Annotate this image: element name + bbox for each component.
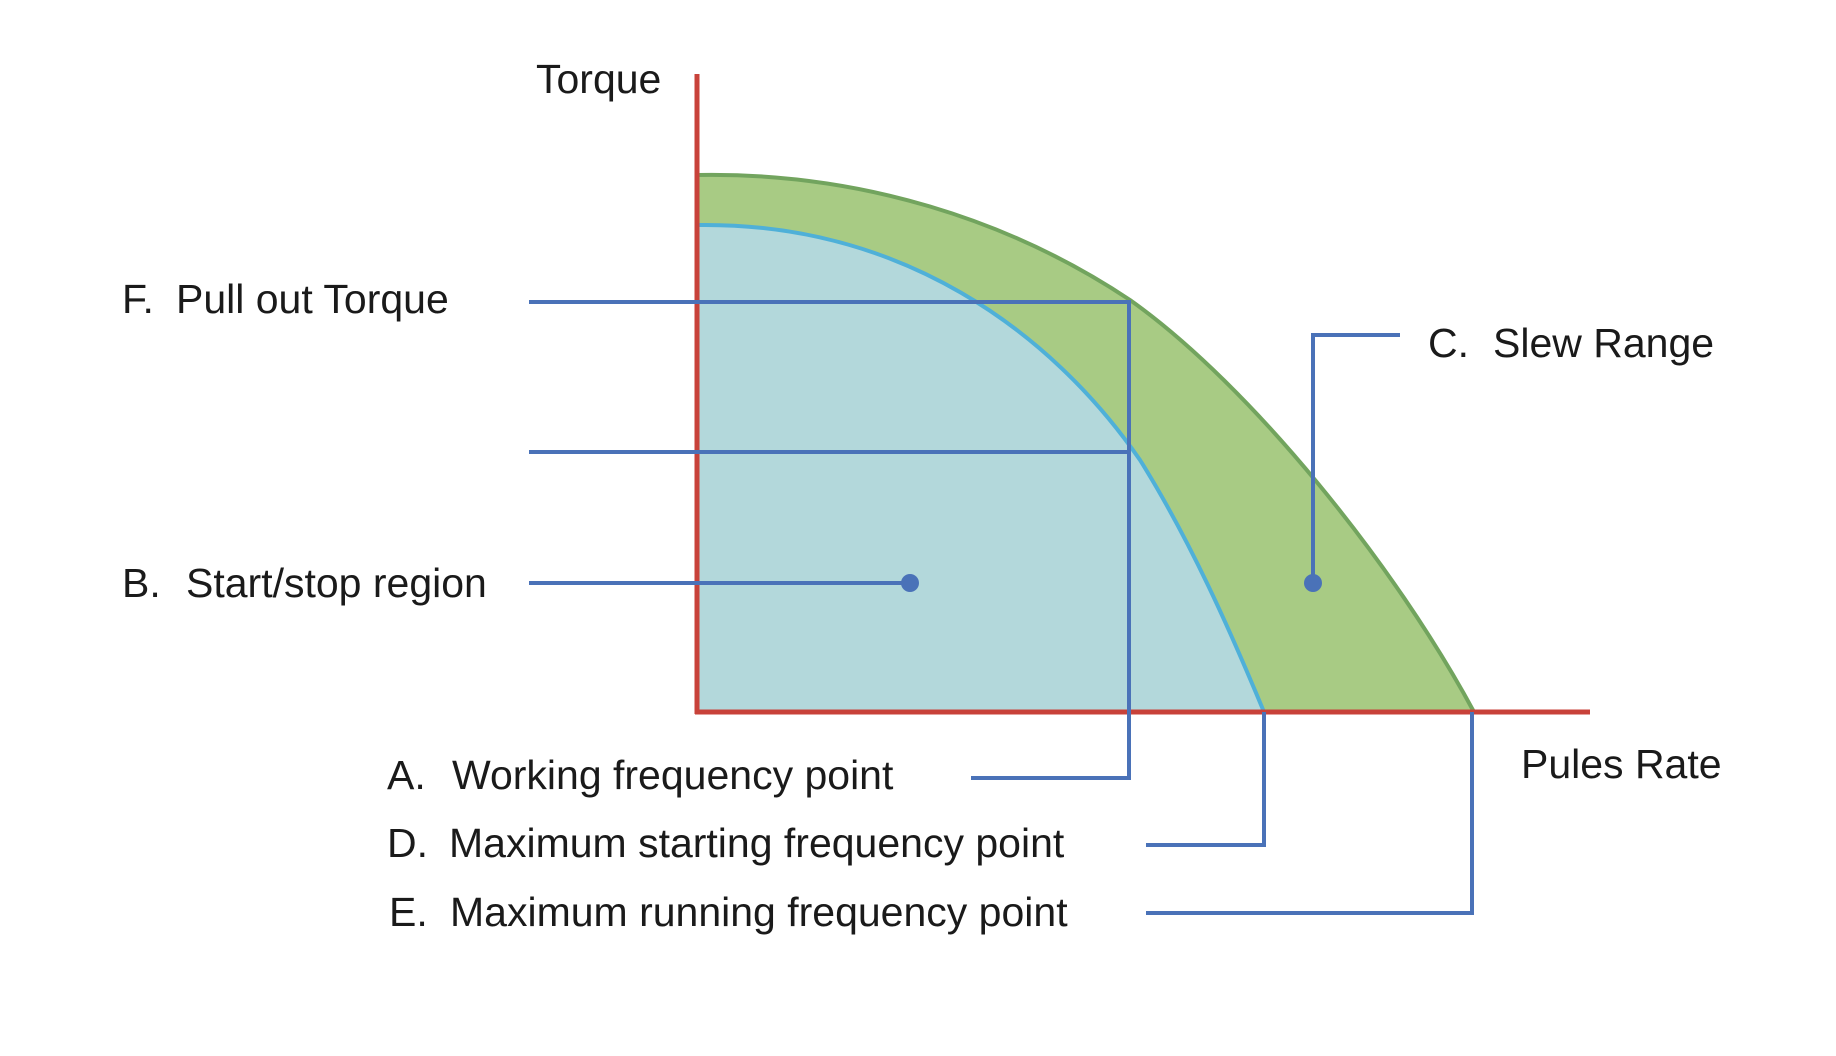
label-b-text: Start/stop region [186, 560, 487, 606]
label-c-text: Slew Range [1493, 320, 1714, 366]
label-d-letter: D. [387, 820, 428, 866]
label-e-text: Maximum running frequency point [450, 889, 1068, 935]
pull-in-torque-curve [696, 222, 1266, 713]
label-a-letter: A. [387, 752, 426, 798]
label-a-text: Working frequency point [452, 752, 894, 798]
leader-max-starting-frequency [1146, 712, 1266, 847]
leader-slew-range [1311, 333, 1400, 583]
label-f-letter: F. [122, 276, 154, 322]
start-stop-region [697, 224, 1264, 712]
label-b-letter: B. [122, 560, 161, 606]
label-e-letter: E. [389, 889, 428, 935]
leader-pull-out-torque [529, 300, 1131, 780]
label-d-text: Maximum starting frequency point [449, 820, 1065, 866]
label-f-text: Pull out Torque [176, 276, 449, 322]
slew-range-dot [1304, 574, 1322, 592]
leader-max-running-frequency [1146, 712, 1474, 915]
y-axis-title: Torque [536, 56, 661, 102]
x-axis-title: Pules Rate [1521, 741, 1722, 787]
label-c-letter: C. [1428, 320, 1469, 366]
start-stop-region-dot [901, 574, 919, 592]
